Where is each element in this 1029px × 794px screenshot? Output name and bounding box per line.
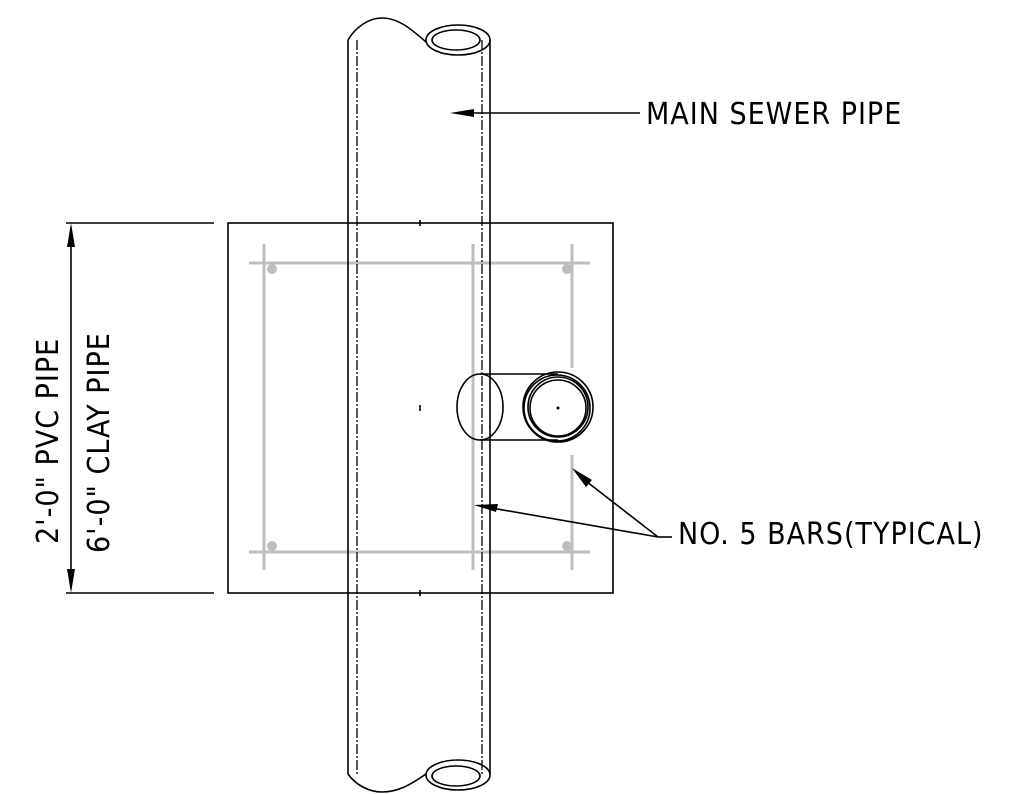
lateral-pipe: [456, 371, 594, 443]
lateral-pipe-outer-circle: [522, 371, 594, 443]
rebar-leader: [474, 468, 672, 538]
lateral-pipe-outer-circle-2: [523, 374, 591, 442]
pipe-top-break-ellipse: [425, 24, 491, 56]
leader-arrowhead: [572, 468, 592, 487]
pipe-bottom-break-line: [347, 773, 427, 793]
rebar-grid: [249, 244, 590, 570]
dimension-arrow-top: [67, 223, 75, 247]
pipe-top-break-line: [347, 17, 427, 43]
rebar-corner-dot: [267, 264, 277, 274]
height-dimension: [66, 222, 214, 594]
rebar-corner-dot: [562, 264, 572, 274]
pipe-bottom-break-ellipse: [425, 759, 491, 791]
lateral-pipe-inner-circle-2: [529, 379, 587, 437]
leader-line: [581, 477, 659, 538]
lateral-pipe-inner-circle: [527, 376, 589, 438]
main-sewer-pipe-label: MAIN SEWER PIPE: [646, 97, 902, 132]
lateral-pipe-center-dot: [556, 406, 560, 410]
leader-line: [485, 506, 659, 538]
main-sewer-pipe-leader: [450, 109, 640, 117]
lateral-pipe-end-ellipse: [456, 373, 504, 441]
rebar-corner-dot: [267, 541, 277, 551]
rebar-label: NO. 5 BARS(TYPICAL): [678, 517, 984, 552]
pipe-top-break-ellipse-inner: [431, 29, 481, 51]
leader-arrowhead: [474, 504, 498, 512]
rebar-corner-dot: [562, 541, 572, 551]
dimension-arrow-bottom: [67, 569, 75, 593]
pipe-bottom-break-ellipse-inner: [431, 765, 481, 787]
leader-arrowhead: [450, 109, 474, 117]
pvc-pipe-dimension-label: 2'-0" PVC PIPE: [31, 338, 66, 544]
main-sewer-pipe: [347, 17, 491, 793]
clay-pipe-dimension-label: 6'-0" CLAY PIPE: [82, 332, 117, 553]
